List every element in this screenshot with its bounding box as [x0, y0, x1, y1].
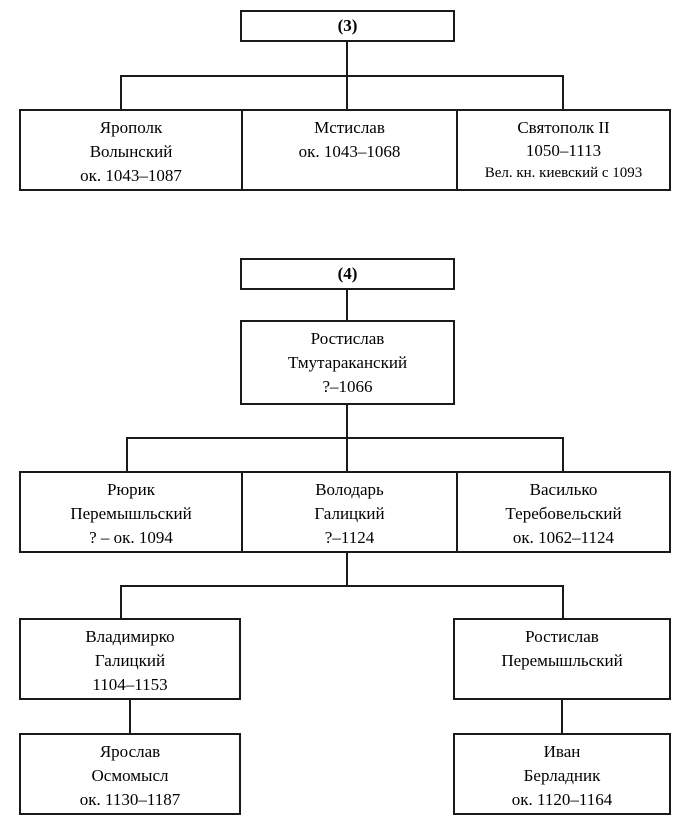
person-line: Святополк II	[517, 118, 610, 137]
person-box-vasilko-terebovelsky: Василько Теребовельский ок. 1062–1124	[458, 473, 669, 551]
person-line: Ростислав	[525, 627, 599, 646]
person-line: 1050–1113	[525, 141, 602, 160]
connector-drop-svyatopolk	[562, 75, 564, 111]
generation-row-s1-children: Ярополк Волынский ок. 1043–1087 Мстислав…	[19, 109, 671, 191]
person-box-rostislav-tmutarakansky: Ростислав Тмутараканский ?–1066	[240, 320, 455, 405]
person-line: Ярослав	[99, 742, 161, 761]
person-line: ? – ок. 1094	[89, 528, 173, 547]
person-line: Ростислав	[310, 329, 385, 348]
person-box-yaropolk: Ярополк Волынский ок. 1043–1087	[21, 111, 243, 189]
connector-drop-ryurik	[126, 437, 128, 473]
person-line: Иван	[543, 742, 581, 761]
person-line: ок. 1043–1068	[298, 142, 401, 161]
person-line: Рюрик	[106, 480, 155, 499]
person-line: Вел. кн. киевский с 1093	[484, 165, 643, 181]
connector-drop-rostislav-peremyshlsky	[562, 585, 564, 620]
connector-drop-vasilko	[562, 437, 564, 473]
person-line: ок. 1062–1124	[512, 528, 615, 547]
person-box-rostislav-peremyshlsky: Ростислав Перемышльский	[453, 618, 671, 700]
person-box-volodar-galitsky: Володарь Галицкий ?–1124	[243, 473, 458, 551]
section-tag-3: (3)	[240, 10, 455, 42]
person-line: Галицкий	[314, 504, 385, 523]
section-tag-4: (4)	[240, 258, 455, 290]
person-box-ivan-berladnik: Иван Берладник ок. 1120–1164	[453, 733, 671, 815]
generation-row-s2-brothers: Рюрик Перемышльский ? – ок. 1094 Володар…	[19, 471, 671, 553]
person-line: Волынский	[89, 142, 173, 161]
connector-vertical-vladimirko-to-yaroslav	[129, 700, 131, 734]
connector-drop-volodar	[346, 437, 348, 473]
connector-drop-mstislav	[346, 75, 348, 111]
connector-horizontal-s2-gen3	[120, 585, 564, 587]
person-line: Осмомысл	[91, 766, 169, 785]
person-line: Галицкий	[94, 651, 166, 670]
connector-drop-vladimirko	[120, 585, 122, 620]
person-line: ок. 1120–1164	[511, 790, 613, 809]
person-line: ?–1124	[324, 528, 375, 547]
connector-horizontal-gen3	[120, 75, 564, 77]
person-line: Перемышльский	[501, 651, 623, 670]
person-box-yaroslav-osmomysl: Ярослав Осмомысл ок. 1130–1187	[19, 733, 241, 815]
person-line: Владимирко	[85, 627, 175, 646]
person-line: 1104–1153	[92, 675, 168, 694]
person-line: Володарь	[315, 480, 384, 499]
person-line: Перемышльский	[70, 504, 192, 523]
person-line: ?–1066	[322, 377, 373, 396]
connector-drop-yaropolk	[120, 75, 122, 111]
person-box-ryurik-peremyshlsky: Рюрик Перемышльский ? – ок. 1094	[21, 473, 243, 551]
connector-vertical-tag3-stem	[346, 42, 348, 77]
connector-vertical-rostislav-stem	[346, 405, 348, 439]
person-line: Теребовельский	[505, 504, 622, 523]
connector-vertical-volodar-stem	[346, 553, 348, 587]
person-line: Берладник	[523, 766, 601, 785]
person-line: Тмутараканский	[287, 353, 408, 372]
connector-horizontal-s2-gen2	[126, 437, 564, 439]
connector-vertical-rostislav-to-ivan	[561, 700, 563, 734]
person-line: Мстислав	[314, 118, 385, 137]
person-line: Ярополк	[99, 118, 163, 137]
person-box-mstislav: Мстислав ок. 1043–1068	[243, 111, 458, 189]
connector-vertical-tag4-stem	[346, 290, 348, 321]
person-box-vladimirko-galitsky: Владимирко Галицкий 1104–1153	[19, 618, 241, 700]
person-line: ок. 1043–1087	[80, 166, 182, 185]
person-line: ок. 1130–1187	[79, 790, 181, 809]
person-line: Василько	[529, 480, 598, 499]
person-box-svyatopolk-ii: Святополк II 1050–1113 Вел. кн. киевский…	[458, 111, 669, 189]
